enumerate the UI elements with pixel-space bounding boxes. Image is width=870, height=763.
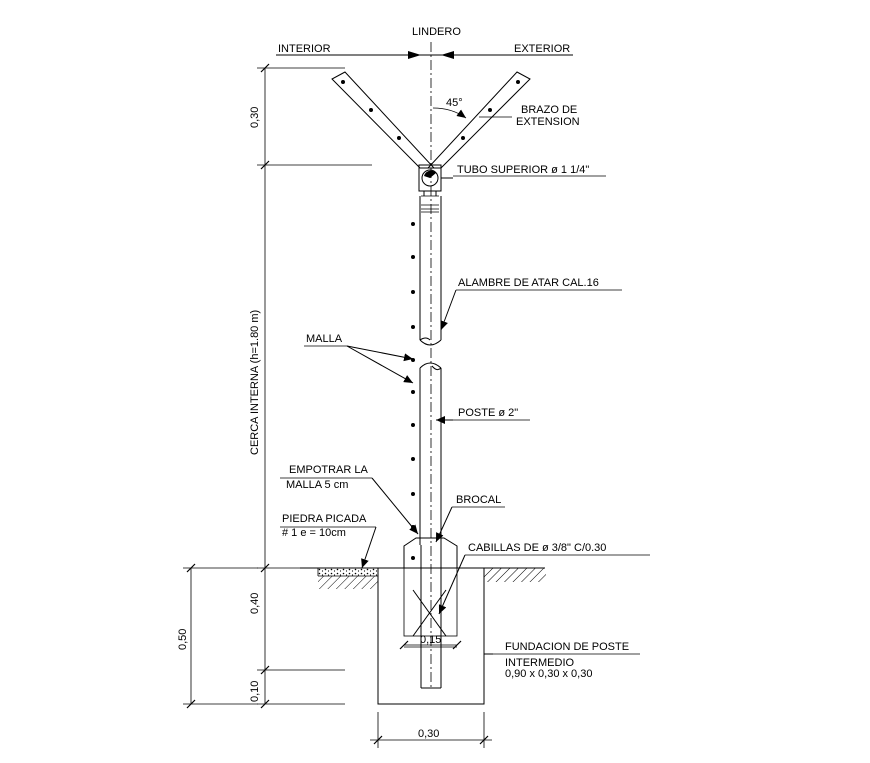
label-brazo-2: EXTENSION	[516, 116, 580, 128]
label-fundacion-3: 0,90 x 0,30 x 0,30	[505, 668, 592, 680]
label-lindero: LINDERO	[412, 26, 461, 38]
collar	[403, 537, 458, 568]
dim-foundation-total	[183, 563, 258, 709]
label-exterior: EXTERIOR	[514, 43, 570, 55]
label-malla: MALLA	[306, 333, 343, 345]
label-piedra-2: # 1 e = 10cm	[282, 527, 346, 539]
label-cabillas: CABILLAS DE ø 3/8" C/0.30	[468, 542, 606, 554]
dim-foundation-width	[370, 712, 492, 748]
label-brocal: BROCAL	[456, 494, 501, 506]
label-alambre: ALAMBRE DE ATAR CAL.16	[458, 277, 599, 289]
dim-fence-height: CERCA INTERNA (h=1.80 m)	[249, 310, 261, 455]
dim-left-chain	[257, 63, 372, 709]
label-angle: 45°	[446, 97, 463, 109]
dim-foundation-total-value: 0,50	[177, 629, 189, 650]
dim-pipe-width-value: 0,15	[420, 634, 441, 646]
label-interior: INTERIOR	[278, 43, 331, 55]
label-tubo-superior: TUBO SUPERIOR ø 1 1/4"	[457, 164, 589, 176]
label-empotrar-1: EMPOTRAR LA	[289, 464, 369, 476]
label-piedra-1: PIEDRA PICADA	[282, 513, 367, 525]
dim-foundation-width-value: 0,30	[418, 728, 439, 740]
dim-embed-depth: 0,40	[249, 593, 261, 614]
label-empotrar-2: MALLA 5 cm	[286, 479, 348, 491]
ground-surface	[300, 567, 546, 589]
dim-base-depth: 0,10	[249, 681, 261, 702]
dim-arm-height: 0,30	[249, 107, 261, 128]
top-tube	[418, 164, 442, 213]
angle-arc	[432, 107, 467, 119]
label-poste: POSTE ø 2"	[458, 407, 518, 419]
label-fundacion-1: FUNDACION DE POSTE	[505, 641, 629, 653]
post	[411, 196, 442, 689]
interior-exterior-line	[276, 51, 573, 59]
label-brazo-1: BRAZO DE	[521, 104, 577, 116]
label-fundacion-2: INTERMEDIO	[505, 657, 575, 669]
